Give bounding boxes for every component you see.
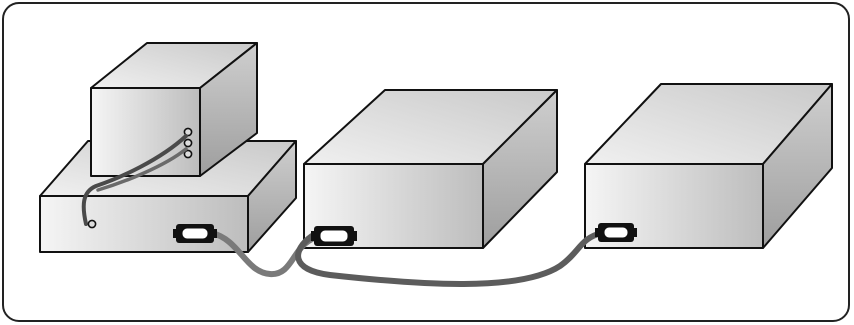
cable-monitor-to-base-2 [96, 147, 188, 192]
computer-monitor [90, 42, 258, 177]
jack-icon [183, 138, 193, 148]
computer-monitor-front [90, 87, 201, 177]
monitor-jacks [183, 127, 193, 159]
jack-icon [183, 127, 193, 137]
cable-monitor-to-base [81, 134, 188, 226]
device-2-port [595, 223, 637, 242]
computer-base-front [39, 195, 249, 253]
base-jack-icon [87, 219, 97, 229]
jack-icon [183, 149, 193, 159]
external-device-2 [584, 83, 833, 249]
external-device-1 [303, 89, 558, 249]
device-1-front [303, 163, 484, 249]
computer-port [173, 224, 217, 243]
cable-device-1-to-device-2 [295, 230, 605, 287]
device-1-port [311, 226, 357, 246]
